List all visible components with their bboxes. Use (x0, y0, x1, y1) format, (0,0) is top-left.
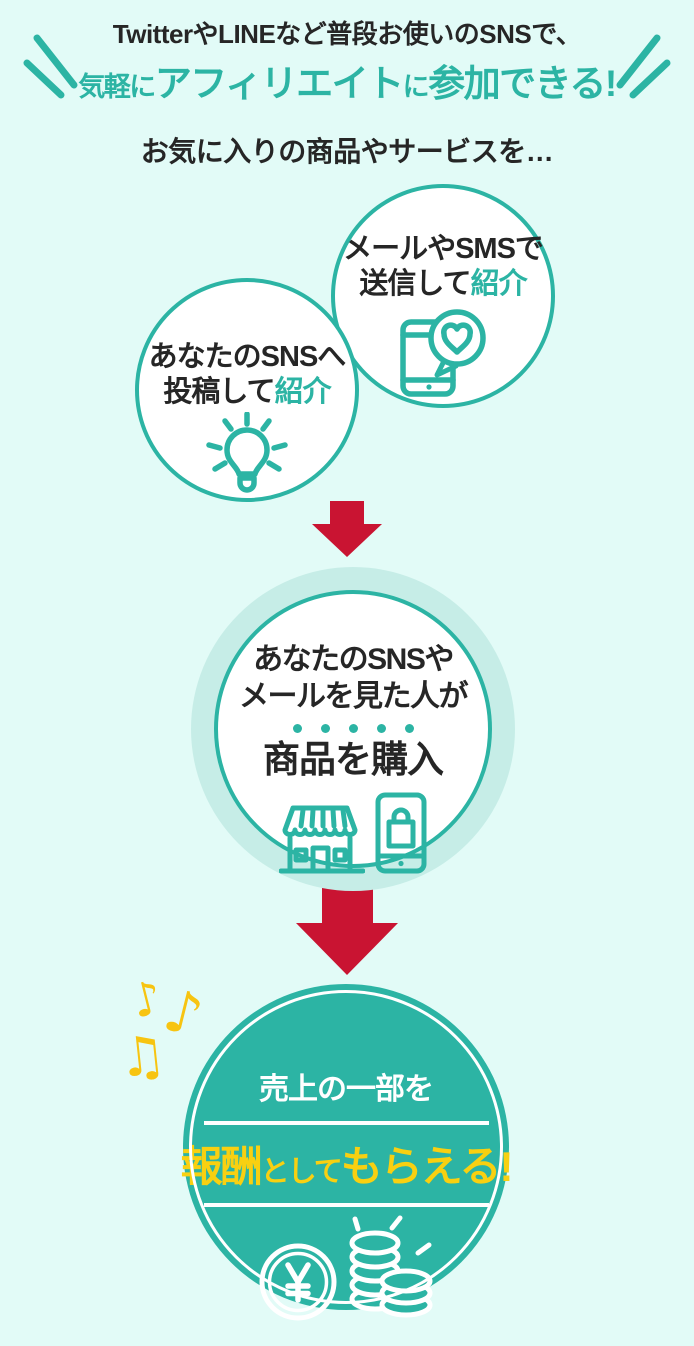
reward-line2-emphasis: もらえる! (340, 1143, 514, 1190)
storefront-icon (278, 800, 366, 879)
headline-segment: 気軽に (78, 71, 156, 102)
reward-icons (183, 1215, 509, 1328)
music-note-icon: ♪ (125, 969, 168, 1029)
sns-circle-line2-plain: 投稿して (163, 375, 275, 408)
sns-post-circle: あなたのSNSへ 投稿して紹介 (135, 278, 359, 502)
dots-divider (218, 724, 488, 734)
dot (376, 724, 386, 734)
headline-segment: に (402, 71, 430, 102)
divider (203, 1121, 489, 1125)
dot (320, 724, 330, 734)
purchase-line3: 商品を購入 (263, 739, 444, 781)
down-arrow-icon (312, 501, 382, 557)
coin-stack-icon (342, 1215, 434, 1328)
dot (348, 724, 358, 734)
subheading: お気に入りの商品やサービスを… (140, 136, 554, 167)
dot (292, 724, 302, 734)
phone-shopping-icon (375, 792, 427, 879)
music-note-icon: ♫ (114, 1022, 170, 1091)
slash-decoration-right-icon (616, 34, 671, 99)
headline-segment-emphasis: アフィリエイト (154, 62, 404, 104)
sns-circle-line2-accent: 紹介 (274, 375, 332, 408)
headline-line1: TwitterやLINEなど普段お使いのSNSで、 (112, 19, 582, 49)
mail-circle-line2-accent: 紹介 (470, 267, 528, 300)
mail-circle-line1: メールやSMSで (343, 233, 544, 265)
dot (404, 724, 414, 734)
reward-line2: 報酬としてもらえる! (180, 1133, 514, 1194)
purchase-line2: メールを見た人が (239, 679, 469, 713)
headline-line2: 気軽に アフィリエイト に 参加できる! (0, 53, 694, 107)
headline-block: TwitterやLINEなど普段お使いのSNSで、 気軽に アフィリエイト に … (0, 18, 694, 107)
reward-line1: 売上の一部を (259, 1073, 434, 1106)
phone-heart-icon (335, 306, 551, 403)
reward-circle: 売上の一部を 報酬としてもらえる! (180, 984, 514, 1321)
headline-segment-emphasis: 参加できる! (428, 62, 617, 104)
music-note-icon: ♪ (157, 975, 210, 1051)
sns-circle-line1: あなたのSNSへ (148, 341, 347, 373)
divider (203, 1203, 489, 1207)
reward-line2-plain: として (260, 1156, 343, 1188)
sns-circle-line2: 投稿して紹介 (139, 375, 355, 410)
lightbulb-icon (139, 410, 355, 505)
purchase-icons (218, 792, 488, 879)
down-arrow-large-icon (296, 887, 398, 975)
mail-sms-circle: メールやSMSで 送信して紹介 (331, 184, 555, 408)
reward-line2-emphasis: 報酬 (180, 1143, 263, 1190)
purchase-line1: あなたのSNSや (253, 643, 454, 676)
mail-circle-line2-plain: 送信して (359, 267, 471, 300)
slash-decoration-left-icon (23, 34, 78, 99)
yen-coin-icon (258, 1242, 338, 1327)
mail-circle-line2: 送信して紹介 (335, 267, 551, 302)
purchase-circle: あなたのSNSや メールを見た人が 商品を購入 (214, 590, 492, 874)
